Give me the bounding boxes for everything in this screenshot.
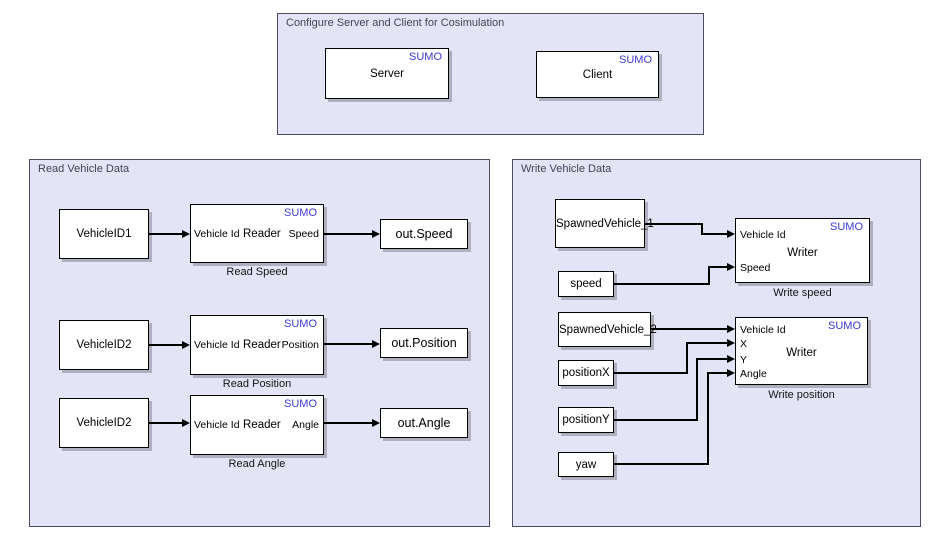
block-speed-constant[interactable]: speed	[558, 271, 614, 297]
sumo-badge: SUMO	[284, 318, 317, 330]
block-vehicleid2-constant-2[interactable]: VehicleID2	[59, 398, 149, 448]
wire-spawnedvehicle1-h2[interactable]	[701, 233, 727, 235]
block-out-position[interactable]: out.Position	[380, 328, 468, 358]
arrowhead	[727, 262, 735, 271]
arrowhead	[727, 229, 735, 238]
port-label-position: Position	[281, 339, 319, 351]
wire-positionx-v[interactable]	[686, 342, 688, 374]
port-label-y: Y	[740, 354, 748, 366]
block-out-speed[interactable]: out.Speed	[380, 219, 468, 249]
arrowhead	[727, 324, 735, 333]
block-spawnedvehicle1-constant[interactable]: SpawnedVehicle_1	[555, 199, 654, 248]
wire-yaw-h1[interactable]	[614, 463, 709, 465]
port-label-vehicle-id: Vehicle Id	[194, 339, 240, 351]
block-label: SpawnedVehicle_1	[556, 217, 654, 230]
block-positionx-constant[interactable]: positionX	[558, 360, 614, 386]
wire-positiony-h1[interactable]	[614, 419, 698, 421]
block-label: yaw	[575, 458, 597, 471]
block-caption-read-position: Read Position	[222, 378, 292, 390]
block-label: Reader	[243, 419, 281, 431]
port-label-vehicle-id: Vehicle Id	[740, 229, 786, 241]
arrowhead	[182, 229, 190, 238]
arrowhead	[372, 229, 380, 238]
block-client[interactable]: SUMO Client	[536, 51, 659, 98]
block-label: VehicleID1	[76, 228, 132, 240]
area-title: Write Vehicle Data	[521, 163, 612, 175]
block-label: VehicleID2	[76, 339, 132, 351]
arrowhead	[182, 418, 190, 427]
block-reader-position[interactable]: SUMO Vehicle Id Reader Position	[190, 315, 324, 375]
block-out-angle[interactable]: out.Angle	[380, 408, 468, 438]
wire-reader-position-to-out-position[interactable]	[324, 343, 372, 345]
block-label: positionX	[562, 367, 610, 379]
block-reader-angle[interactable]: SUMO Vehicle Id Reader Angle	[190, 395, 324, 455]
port-label-angle: Angle	[740, 368, 767, 380]
port-label-speed: Speed	[740, 262, 771, 274]
block-label: SpawnedVehicle_2	[559, 323, 657, 336]
block-label: Server	[370, 67, 404, 80]
wire-speed-h2[interactable]	[708, 266, 727, 268]
sumo-badge: SUMO	[284, 207, 317, 219]
wire-reader-speed-to-out-speed[interactable]	[324, 233, 372, 235]
area-title: Read Vehicle Data	[38, 163, 130, 175]
block-caption-read-angle: Read Angle	[228, 458, 286, 470]
block-caption-write-speed: Write speed	[773, 287, 832, 299]
block-server[interactable]: SUMO Server	[325, 48, 449, 99]
wire-speed-h1[interactable]	[614, 283, 710, 285]
wire-reader-angle-to-out-angle[interactable]	[324, 422, 372, 424]
arrowhead	[182, 340, 190, 349]
sumo-badge: SUMO	[284, 398, 317, 410]
wire-positionx-h2[interactable]	[686, 342, 727, 344]
block-label: out.Position	[391, 336, 457, 350]
arrowhead	[372, 418, 380, 427]
block-writer-speed[interactable]: SUMO Vehicle Id Speed Writer	[735, 218, 870, 283]
arrowhead	[727, 368, 735, 377]
area-title: Configure Server and Client for Cosimula…	[286, 17, 505, 29]
port-label-vehicle-id: Vehicle Id	[194, 419, 240, 431]
block-label: Writer	[787, 247, 818, 259]
block-caption-write-position: Write position	[768, 389, 835, 401]
block-label: VehicleID2	[76, 417, 132, 429]
block-vehicleid1-constant[interactable]: VehicleID1	[59, 209, 149, 259]
block-writer-position[interactable]: SUMO Vehicle Id X Y Angle Writer	[735, 317, 868, 385]
wire-positiony-h2[interactable]	[696, 358, 727, 360]
wire-spawnedvehicle1-h1[interactable]	[645, 223, 703, 225]
sumo-badge: SUMO	[619, 54, 652, 66]
wire-speed-v[interactable]	[708, 266, 710, 285]
block-positiony-constant[interactable]: positionY	[558, 407, 614, 433]
block-vehicleid2-constant-1[interactable]: VehicleID2	[59, 320, 149, 370]
block-label: Reader	[243, 227, 281, 240]
port-label-vehicle-id: Vehicle Id	[194, 227, 240, 240]
port-label-vehicle-id: Vehicle Id	[740, 324, 786, 336]
block-label: Reader	[243, 339, 281, 351]
arrowhead	[727, 338, 735, 347]
sumo-badge: SUMO	[830, 221, 863, 233]
wire-vehicleid2-to-reader-angle[interactable]	[149, 422, 183, 424]
block-reader-speed[interactable]: SUMO Vehicle Id Reader Speed	[190, 204, 324, 263]
block-caption-read-speed: Read Speed	[226, 266, 288, 278]
block-label: out.Speed	[395, 227, 453, 241]
wire-yaw-v[interactable]	[707, 372, 709, 465]
sumo-badge: SUMO	[409, 51, 442, 63]
wire-vehicleid2-to-reader-position[interactable]	[149, 344, 183, 346]
port-label-speed: Speed	[288, 227, 319, 240]
wire-spawnedvehicle1-v[interactable]	[701, 223, 703, 235]
block-label: out.Angle	[397, 416, 451, 430]
block-label: Writer	[786, 347, 817, 359]
port-label-x: X	[740, 338, 748, 350]
block-label: speed	[570, 278, 602, 290]
wire-yaw-h2[interactable]	[707, 372, 727, 374]
wire-positionx-h1[interactable]	[614, 372, 688, 374]
arrowhead	[372, 339, 380, 348]
wire-vehicleid1-to-reader-speed[interactable]	[149, 233, 183, 235]
block-spawnedvehicle2-constant[interactable]: SpawnedVehicle_2	[558, 312, 657, 347]
wire-spawnedvehicle2[interactable]	[651, 328, 727, 330]
block-label: Client	[582, 68, 613, 81]
arrowhead	[727, 354, 735, 363]
block-yaw-constant[interactable]: yaw	[558, 452, 614, 477]
wire-positiony-v[interactable]	[696, 358, 698, 421]
block-label: positionY	[562, 414, 610, 426]
port-label-angle: Angle	[292, 419, 319, 431]
sumo-badge: SUMO	[828, 320, 861, 332]
